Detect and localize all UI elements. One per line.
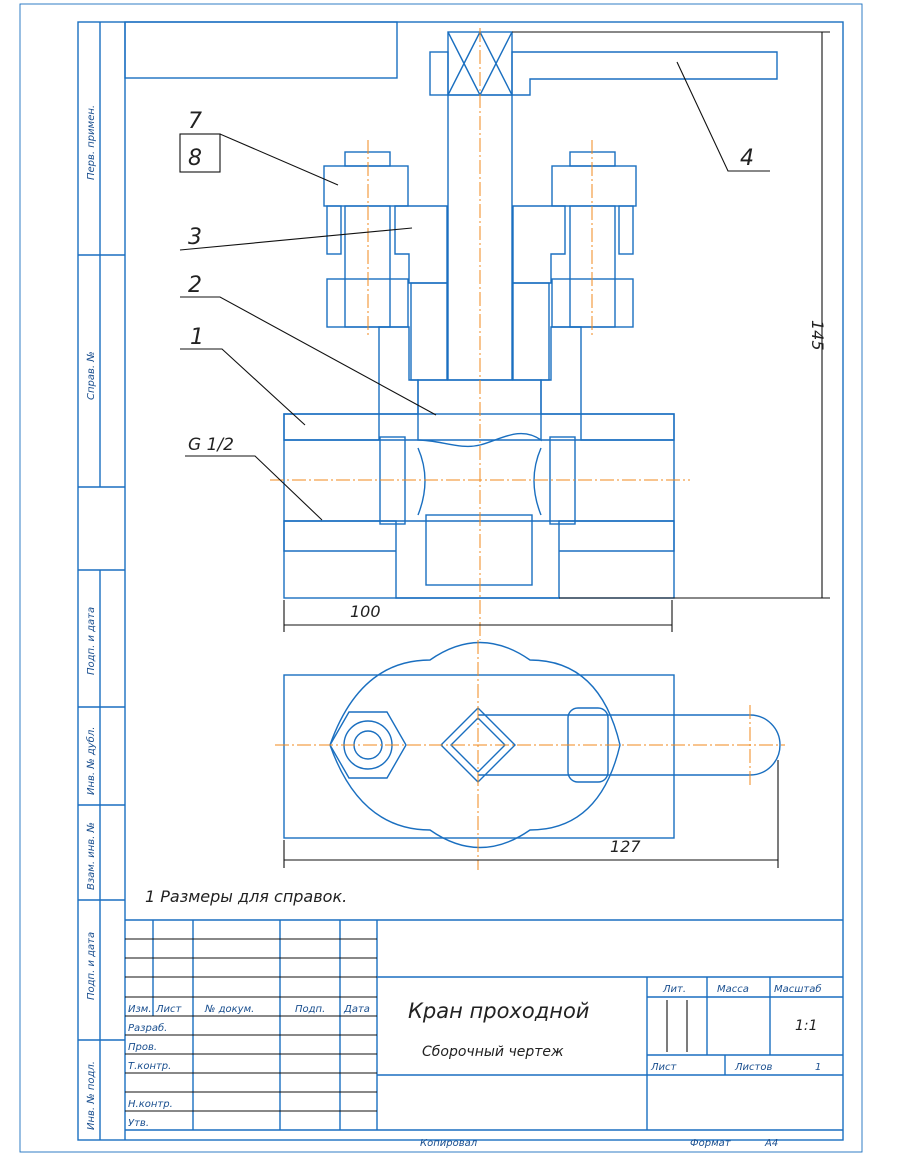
role-approved: Утв. (128, 1118, 149, 1129)
role-developer: Разраб. (128, 1022, 167, 1034)
header-date: Дата (343, 1004, 370, 1015)
lit-label: Лит. (662, 984, 686, 995)
drawing-subtitle: Сборочный чертеж (422, 1044, 564, 1060)
strip-orig-inv: Инв. № подл. (86, 1061, 97, 1130)
body-bottom (283, 520, 675, 599)
sheet-label: Лист (650, 1062, 678, 1073)
scale-label: Масштаб (774, 983, 822, 995)
hex-nut (329, 711, 407, 779)
sheets-value: 1 (815, 1062, 821, 1073)
role-norm-control: Н.контр. (128, 1099, 173, 1110)
plug-bottom (425, 514, 533, 586)
handle-left (429, 51, 449, 96)
strip-replace-inv: Взам. инв. № (86, 822, 97, 890)
format-value: A4 (764, 1138, 778, 1149)
mass-label: Масса (717, 984, 749, 995)
copied-label: Копировал (420, 1138, 478, 1149)
header-change: Изм. (128, 1004, 152, 1015)
label-part-7: 7 (188, 109, 202, 134)
dimension-127: 127 (610, 837, 641, 856)
title-block (125, 919, 843, 1131)
strip-ref-no: Справ. № (86, 351, 97, 400)
label-part-1: 1 (190, 325, 204, 350)
top-left-box (124, 21, 398, 79)
label-thread: G 1/2 (188, 435, 234, 455)
plan-view (275, 640, 785, 870)
dimension-145: 145 (808, 320, 827, 351)
header-sheet: Лист (155, 1004, 183, 1015)
dimension-100: 100 (350, 602, 381, 621)
packing-right (512, 282, 550, 381)
label-part-8: 8 (188, 146, 202, 171)
packing-left (410, 282, 448, 381)
strip-sign-date-1: Подп. и дата (86, 607, 97, 675)
gland-left (394, 205, 448, 284)
note-reference-dimensions: 1 Размеры для справок. (145, 887, 347, 906)
body-neck-left (283, 326, 419, 441)
strip-first-use: Перв. примен. (86, 105, 97, 180)
strip-dup-inv: Инв. № дубл. (85, 727, 97, 795)
format-label: Формат (690, 1138, 732, 1149)
label-part-4: 4 (740, 146, 754, 171)
handle-top (478, 714, 781, 776)
plug (417, 379, 542, 448)
section-view (179, 28, 830, 640)
sheets-label: Листов (734, 1062, 772, 1073)
strip-sign-date-2: Подп. и дата (86, 932, 97, 1000)
drawing-title: Кран проходной (408, 999, 589, 1023)
scale-value: 1:1 (795, 1018, 818, 1034)
role-checker: Пров. (128, 1042, 157, 1053)
label-part-2: 2 (188, 273, 202, 298)
sheet-frame (19, 3, 863, 1153)
header-doc-no: № докум. (204, 1004, 254, 1015)
role-tech-control: Т.контр. (128, 1061, 171, 1072)
header-sign: Подп. (295, 1004, 325, 1015)
handle (511, 51, 778, 96)
label-part-3: 3 (188, 225, 202, 250)
body-outline (283, 413, 675, 599)
gland-right (512, 205, 566, 284)
